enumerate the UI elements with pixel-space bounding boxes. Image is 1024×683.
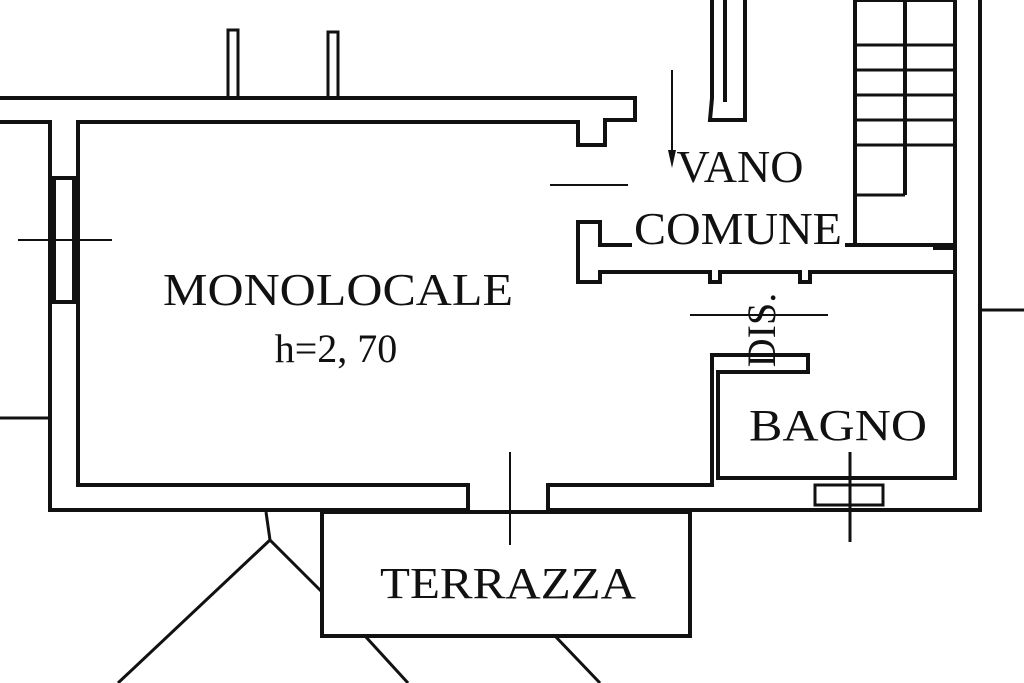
label-vano: VANO bbox=[677, 141, 804, 192]
label-monolocale-height: h=2, 70 bbox=[275, 326, 398, 371]
top-vents bbox=[226, 28, 340, 98]
diagonal-lines bbox=[116, 511, 602, 683]
label-monolocale: MONOLOCALE bbox=[163, 264, 513, 315]
terrazza-outline bbox=[320, 452, 692, 638]
label-comune: COMUNE bbox=[634, 203, 842, 254]
label-terrazza: TERRAZZA bbox=[380, 559, 636, 608]
wall-top bbox=[0, 96, 637, 512]
staircase bbox=[845, 0, 957, 247]
window-bagno bbox=[813, 452, 885, 542]
label-dis: DIS. bbox=[739, 293, 784, 367]
vano-arrow bbox=[668, 70, 676, 168]
label-bagno: BAGNO bbox=[749, 401, 927, 450]
vano-wall-top bbox=[707, 0, 747, 122]
window-left bbox=[18, 176, 112, 304]
